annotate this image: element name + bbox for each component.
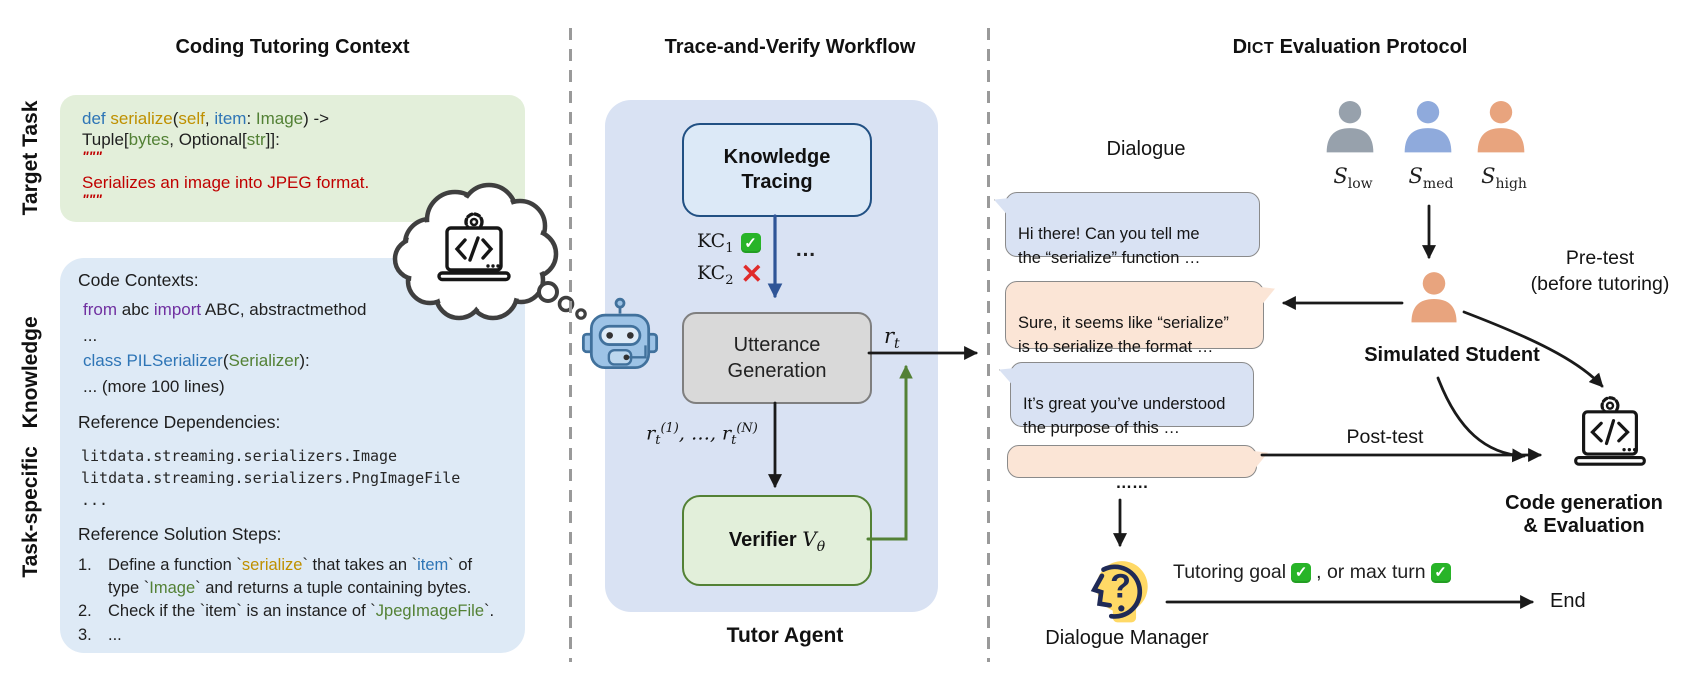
step-number: 3.	[78, 625, 92, 644]
dialogue-manager-label: Dialogue Manager	[1045, 627, 1209, 649]
kc2-label: KC2	[697, 262, 734, 288]
code-context-line: ...	[83, 325, 98, 345]
pretest-label: Pre-test (before tutoring)	[1530, 247, 1670, 295]
tutoring-goal-text: Tutoring goal	[1173, 561, 1287, 583]
code-contexts-heading: Code Contexts:	[78, 270, 199, 290]
end-label: End	[1550, 590, 1586, 612]
posttest-label: Post-test	[1346, 426, 1424, 448]
solution-step: 3. ...	[78, 624, 511, 647]
knowledge-tracing-label-2: Tracing	[741, 171, 813, 193]
dependency-line: litdata.streaming.serializers.Image	[81, 447, 398, 465]
dialogue-bubble-student-1: Hi there! Can you tell me the “serialize…	[994, 192, 1260, 267]
code-contexts-block: from abc import ABC, abstractmethod ... …	[83, 297, 511, 399]
code-line-signature-2: Tuple[bytes, Optional[str]]:	[82, 130, 280, 149]
code-generation-laptop-icon	[1574, 396, 1646, 466]
step-number: 1.	[78, 556, 92, 574]
step-text: Check if the `item` is an instance of `J…	[108, 602, 495, 620]
rt-output-label: rt	[884, 324, 900, 353]
solution-step: 2. Check if the `item` is an instance of…	[78, 600, 511, 623]
bubble-tail	[1260, 287, 1275, 307]
s-high-label: Shigh	[1481, 164, 1527, 193]
task-knowledge-vertical-label: Task-specific Knowledge	[19, 316, 42, 578]
student-high-icon	[1477, 101, 1525, 153]
kc1-row: KC1 ✓	[697, 230, 761, 256]
dialogue-bubble-tutor-1: Sure, it seems like “serialize” is to se…	[1005, 281, 1275, 356]
svg-text:?: ?	[1110, 568, 1131, 606]
s-low-label: Slow	[1333, 164, 1373, 193]
student-low-icon	[1326, 101, 1374, 153]
check-badge-icon: ✓	[740, 232, 761, 253]
solution-steps-list: 1. Define a function `serialize` that ta…	[78, 554, 511, 646]
verifier-label: Verifier Vθ	[728, 526, 826, 555]
dependency-line: ...	[81, 491, 109, 509]
dialogue-label: Dialogue	[1106, 138, 1186, 160]
thought-trail-bubbles	[537, 281, 587, 320]
check-badge-icon: ✓	[1430, 562, 1451, 583]
step-text: Define a function `serialize` that takes…	[108, 556, 473, 597]
utterance-generation-label-1: Utterance	[733, 334, 821, 356]
thought-cloud-icon	[392, 182, 587, 321]
bubble-tail	[999, 368, 1015, 388]
question-head-icon: ?	[1090, 561, 1148, 623]
verifier-box: Verifier Vθ	[682, 495, 872, 586]
check-badge-icon: ✓	[1291, 562, 1312, 583]
code-line-signature-1: def serialize(self, item: Image) ->	[82, 109, 330, 128]
dialogue-bubble-ellipsis: ……	[1007, 445, 1268, 492]
target-task-vertical-label: Target Task	[19, 100, 42, 216]
docstring-close-quotes: """	[82, 191, 102, 207]
step-text: ...	[108, 625, 122, 644]
code-laptop-icon	[437, 212, 511, 282]
docstring-text: Serializes an image into JPEG format.	[82, 173, 370, 192]
docstring-open-quotes: """	[82, 148, 102, 164]
knowledge-tracing-box: Knowledge Tracing	[682, 123, 872, 217]
kc-ellipsis: …	[795, 238, 818, 261]
code-generation-label: Code generation & Evaluation	[1505, 492, 1663, 537]
right-panel-title: DICT Evaluation Protocol	[1232, 36, 1468, 58]
left-panel-title: Coding Tutoring Context	[175, 36, 410, 58]
knowledge-tracing-label-1: Knowledge	[723, 146, 831, 168]
solution-steps-heading: Reference Solution Steps:	[78, 524, 282, 544]
arrow-student-to-codegen-curve	[1436, 376, 1527, 463]
tutor-agent-label: Tutor Agent	[726, 624, 844, 647]
simulated-student-icon	[1411, 272, 1457, 323]
bubble-tail	[994, 198, 1010, 218]
student-med-icon	[1404, 101, 1452, 153]
step-number: 2.	[78, 602, 92, 620]
max-turn-text: , or max turn	[1316, 561, 1426, 583]
kc2-row: KC2 ✕	[697, 258, 764, 290]
target-task-box: def serialize(self, item: Image) -> Tupl…	[60, 95, 525, 222]
candidate-responses-label: rt(1), …, rt(N)	[646, 421, 758, 449]
s-med-label: Smed	[1408, 164, 1454, 193]
code-context-line: ... (more 100 lines)	[83, 376, 225, 396]
solution-step: 1. Define a function `serialize` that ta…	[78, 554, 511, 599]
dependencies-block: litdata.streaming.serializers.Image litd…	[81, 445, 511, 511]
task-knowledge-box: Code Contexts: from abc import ABC, abst…	[60, 258, 525, 653]
bubble-tail	[1253, 451, 1268, 471]
code-context-line: from abc import ABC, abstractmethod	[83, 300, 367, 319]
middle-right-divider	[987, 28, 990, 662]
reference-dependencies-heading: Reference Dependencies:	[78, 412, 281, 432]
dialogue-bubble-student-2: It’s great you’ve understood the purpose…	[999, 362, 1254, 437]
simulated-student-label: Simulated Student	[1364, 344, 1540, 366]
termination-condition: Tutoring goal ✓ , or max turn ✓	[1173, 561, 1451, 584]
utterance-generation-box: Utterance Generation	[682, 312, 872, 404]
dependency-line: litdata.streaming.serializers.PngImageFi…	[81, 469, 461, 487]
cross-icon: ✕	[740, 258, 764, 290]
middle-panel-title: Trace-and-Verify Workflow	[664, 36, 916, 58]
kc1-label: KC1	[697, 230, 734, 256]
utterance-generation-label-2: Generation	[727, 360, 827, 382]
code-context-line: class PILSerializer(Serializer):	[83, 351, 310, 370]
robot-icon	[581, 297, 659, 370]
left-middle-divider	[569, 28, 572, 662]
